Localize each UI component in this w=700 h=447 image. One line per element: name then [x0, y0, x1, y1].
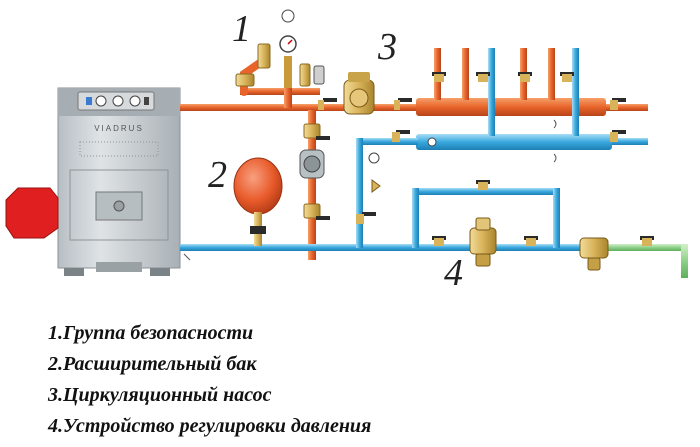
gauges	[183, 119, 557, 261]
legend: 1.Группа безопасности 2.Расширительный б…	[48, 318, 371, 442]
circulation-pump	[343, 72, 375, 115]
boiler-brand: VIADRUS	[94, 124, 144, 133]
safety-group	[235, 9, 325, 96]
circulation-pump-boiler	[299, 123, 325, 219]
boiler: VIADRUS	[57, 87, 181, 276]
heating-scheme: VIADRUS	[5, 9, 688, 278]
label-4: 4	[444, 252, 463, 294]
pressure-gauge-icon	[281, 9, 295, 23]
legend-item-circulation-pump: 3.Циркуляционный насос	[48, 384, 272, 406]
label-3: 3	[378, 26, 397, 68]
return-pipes	[180, 48, 648, 251]
legend-item-safety-group: 1.Группа безопасности	[48, 322, 254, 344]
burner	[5, 187, 59, 239]
ball-valves	[316, 72, 654, 246]
label-1: 1	[232, 8, 251, 50]
expansion-tank	[233, 157, 283, 246]
legend-item-expansion-tank: 2.Расширительный бак	[48, 353, 257, 375]
pressure-regulator	[469, 217, 609, 271]
green-pipe	[600, 244, 688, 278]
legend-item-pressure-regulator: 4.Устройство регулировки давления	[48, 415, 372, 437]
label-2: 2	[208, 154, 227, 196]
